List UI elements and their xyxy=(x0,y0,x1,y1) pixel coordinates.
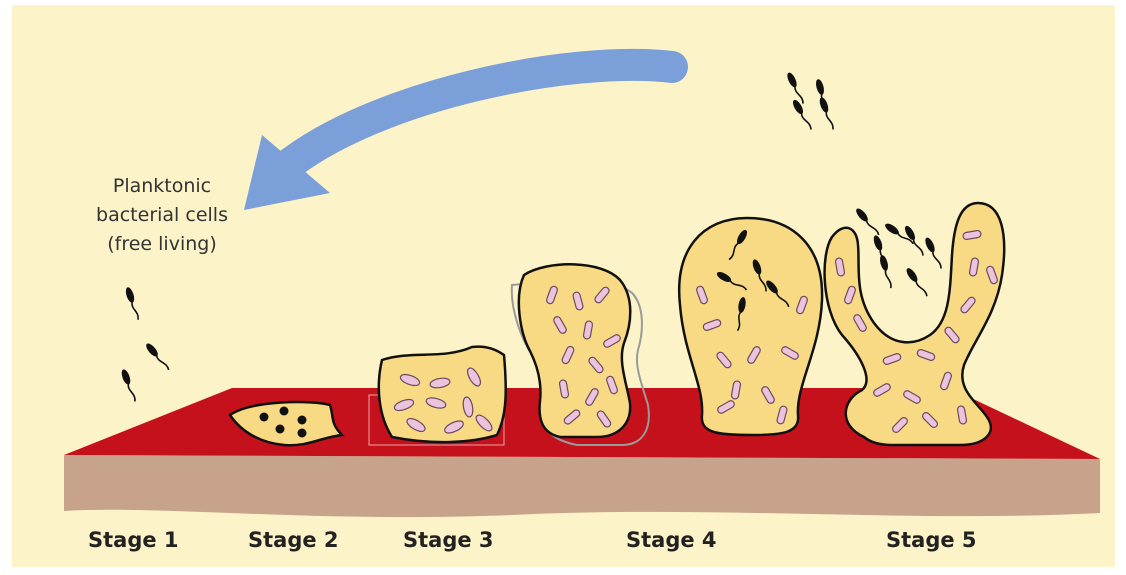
caption-line-2: bacterial cells xyxy=(62,201,262,230)
stage-1-label: Stage 1 xyxy=(88,528,179,552)
stage-2-label: Stage 2 xyxy=(248,528,339,552)
caption-line-3: (free living) xyxy=(62,230,262,259)
caption-line-1: Planktonic xyxy=(62,172,262,201)
substrate xyxy=(64,455,1100,517)
stage-3-colony xyxy=(369,347,506,445)
stage-3-label: Stage 3 xyxy=(403,528,494,552)
diagram-panel xyxy=(12,5,1115,567)
stage-4-label: Stage 4 xyxy=(626,528,717,552)
stage-5-label: Stage 5 xyxy=(886,528,977,552)
planktonic-caption: Planktonic bacterial cells (free living) xyxy=(62,172,262,259)
